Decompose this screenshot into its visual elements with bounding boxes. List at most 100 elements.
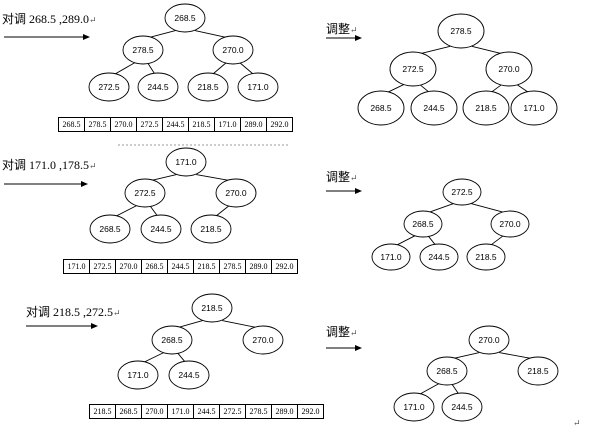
array-cell: 268.5 bbox=[58, 117, 85, 132]
paragraph-mark: ↵ bbox=[350, 328, 358, 338]
tree-edge bbox=[149, 205, 159, 217]
tree-node bbox=[137, 72, 179, 102]
array-cell: 270.0 bbox=[141, 404, 168, 419]
tree-edge bbox=[453, 352, 480, 359]
tree-node-label: 244.5 bbox=[178, 370, 200, 380]
array-cell: 292.0 bbox=[266, 117, 293, 132]
array-cell: 171.0 bbox=[214, 117, 241, 132]
tree-node bbox=[357, 90, 405, 126]
tree-edge bbox=[499, 352, 532, 359]
tree-node bbox=[187, 72, 229, 102]
heap-array-row3: 218.5 268.5 270.0 171.0 244.5 272.5 278.… bbox=[89, 404, 324, 419]
tree-edge bbox=[428, 203, 454, 213]
tree-node-label: 270.0 bbox=[252, 335, 274, 345]
array-cell: 270.0 bbox=[110, 117, 137, 132]
tree-node-label: 171.0 bbox=[403, 402, 425, 412]
tree-edge bbox=[386, 83, 405, 94]
tree-node bbox=[403, 210, 443, 238]
paragraph-mark: ↵ bbox=[350, 25, 358, 35]
array-cell: 289.0 bbox=[245, 259, 272, 274]
tree-node-label: 270.0 bbox=[478, 335, 500, 345]
array-cell: 292.0 bbox=[297, 404, 324, 419]
tree-node bbox=[419, 243, 459, 271]
array-cell: 244.5 bbox=[167, 259, 194, 274]
tree-node-label: 278.5 bbox=[132, 45, 154, 55]
array-cell: 171.0 bbox=[167, 404, 194, 419]
tree-node bbox=[168, 360, 210, 390]
swap-caption-row2: 对调 171.0 ,178.5↵ bbox=[2, 158, 97, 172]
array-cell: 171.0 bbox=[63, 259, 90, 274]
tree-node bbox=[215, 178, 257, 208]
array-cell: 278.5 bbox=[84, 117, 111, 132]
tree-edge bbox=[147, 62, 156, 75]
tree-node-label: 218.5 bbox=[527, 366, 549, 376]
tree-node-label: 272.5 bbox=[402, 64, 424, 74]
tree-edge bbox=[419, 383, 440, 395]
tree-node bbox=[510, 90, 558, 126]
tree-node-label: 268.5 bbox=[99, 224, 121, 234]
tree-edge bbox=[151, 174, 177, 181]
tree-node-label: 171.0 bbox=[380, 252, 402, 262]
adjust-caption-row2: 调整↵ bbox=[326, 170, 358, 184]
tree-node-label: 218.5 bbox=[200, 224, 222, 234]
tree-node bbox=[122, 35, 164, 65]
tree-node bbox=[140, 214, 182, 244]
tree-edge bbox=[176, 352, 186, 363]
tree-edge bbox=[178, 320, 203, 328]
tree-node-label: 270.0 bbox=[499, 219, 521, 229]
tree-node bbox=[517, 356, 559, 386]
tree-edge bbox=[419, 83, 430, 94]
heap-array-row: 171.0 272.5 270.0 268.5 244.5 218.5 278.… bbox=[63, 259, 298, 274]
tree-node-label: 270.0 bbox=[225, 188, 247, 198]
adjust-caption-row3: 调整↵ bbox=[326, 325, 358, 339]
arrow-head bbox=[81, 181, 88, 187]
tree-edge bbox=[114, 62, 136, 75]
tree-node bbox=[151, 325, 193, 355]
tree-node bbox=[485, 51, 533, 87]
tree-node bbox=[490, 210, 530, 238]
array-cell: 272.5 bbox=[136, 117, 163, 132]
tree-node-label: 171.0 bbox=[175, 157, 197, 167]
tree-edge bbox=[490, 83, 503, 94]
tree-node-label: 171.0 bbox=[247, 82, 269, 92]
adjust-caption-row1: 调整↵ bbox=[326, 22, 358, 36]
tree-edge bbox=[516, 83, 530, 94]
arrow-head bbox=[83, 34, 90, 40]
tree-node-label: 268.5 bbox=[436, 366, 458, 376]
tree-node bbox=[466, 243, 506, 271]
tree-edge bbox=[222, 320, 257, 328]
tree-node bbox=[88, 72, 130, 102]
tree-edge bbox=[115, 205, 137, 217]
tree-node-label: 270.0 bbox=[222, 45, 244, 55]
tree-node bbox=[212, 35, 254, 65]
tree-node bbox=[164, 3, 206, 33]
heap-array-row: 268.5 278.5 270.0 272.5 244.5 218.5 171.… bbox=[58, 117, 293, 132]
paragraph-mark: ↵ bbox=[89, 15, 97, 25]
heap-array-row2: 171.0 272.5 270.0 268.5 244.5 218.5 278.… bbox=[63, 259, 298, 274]
tree-node bbox=[468, 325, 510, 355]
tree-node-label: 272.5 bbox=[98, 82, 120, 92]
tree-edge bbox=[396, 235, 416, 246]
tree-node bbox=[117, 360, 159, 390]
tree-node-label: 270.0 bbox=[498, 64, 520, 74]
tree-node bbox=[371, 243, 411, 271]
paragraph-mark: ↵ bbox=[89, 161, 97, 171]
heap-array-row: 218.5 268.5 270.0 171.0 244.5 272.5 278.… bbox=[89, 404, 324, 419]
tree-edge bbox=[215, 205, 230, 217]
tree-edge bbox=[471, 45, 502, 55]
array-cell: 278.5 bbox=[219, 259, 246, 274]
paragraph-mark: ↵ bbox=[113, 308, 121, 318]
tree-edge bbox=[149, 30, 176, 38]
tree-node-label: 268.5 bbox=[370, 103, 392, 113]
tree-node bbox=[190, 214, 232, 244]
array-cell: 268.5 bbox=[141, 259, 168, 274]
array-cell: 244.5 bbox=[193, 404, 220, 419]
tree-node-label: 218.5 bbox=[201, 303, 223, 313]
tree-edge bbox=[420, 45, 451, 55]
tree-node bbox=[393, 392, 435, 422]
tree-node bbox=[426, 356, 468, 386]
tree-edge bbox=[471, 203, 504, 213]
paragraph-mark: ↵ bbox=[350, 173, 358, 183]
